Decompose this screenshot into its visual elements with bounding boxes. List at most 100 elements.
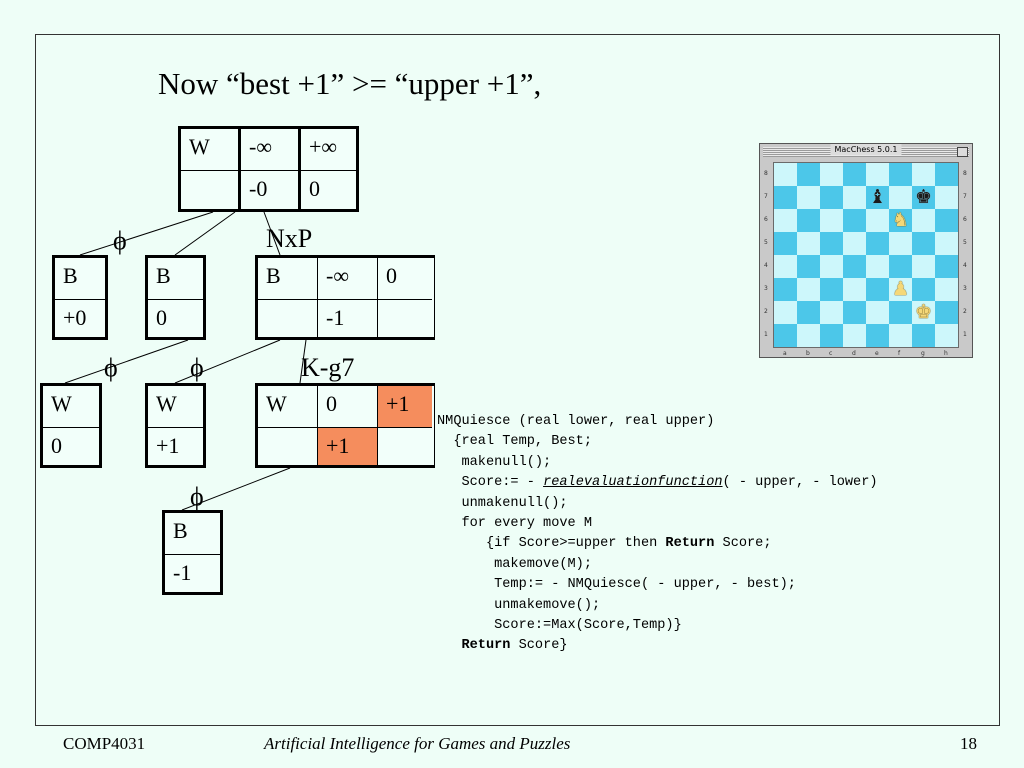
- board-square-g2[interactable]: ♚: [912, 301, 935, 324]
- white-pawn-icon[interactable]: ♟: [891, 278, 910, 300]
- board-square-b8[interactable]: [797, 163, 820, 186]
- board-square-e7[interactable]: ♝: [866, 186, 889, 209]
- board-square-e3[interactable]: [866, 278, 889, 301]
- board-square-d3[interactable]: [843, 278, 866, 301]
- board-square-a7[interactable]: [774, 186, 797, 209]
- board-square-c3[interactable]: [820, 278, 843, 301]
- file-label: f: [898, 350, 901, 357]
- code-return-keyword: Return: [461, 638, 511, 654]
- node-cell: [258, 428, 318, 465]
- board-square-h7[interactable]: [935, 186, 958, 209]
- node-cell-highlighted: +1: [378, 386, 432, 428]
- tree-node-l1-3: B -∞ 0 -1: [255, 255, 435, 340]
- board-square-d2[interactable]: [843, 301, 866, 324]
- board-square-c5[interactable]: [820, 232, 843, 255]
- board-square-f7[interactable]: [889, 186, 912, 209]
- board-square-h8[interactable]: [935, 163, 958, 186]
- board-square-a2[interactable]: [774, 301, 797, 324]
- board-square-h4[interactable]: [935, 255, 958, 278]
- board-square-d5[interactable]: [843, 232, 866, 255]
- board-square-h1[interactable]: [935, 324, 958, 347]
- board-square-h6[interactable]: [935, 209, 958, 232]
- board-square-a5[interactable]: [774, 232, 797, 255]
- black-bishop-icon[interactable]: ♝: [868, 186, 887, 208]
- board-square-f8[interactable]: [889, 163, 912, 186]
- footer-course: COMP4031: [63, 734, 146, 753]
- board-square-e1[interactable]: [866, 324, 889, 347]
- tree-node-l2-1: W 0: [40, 383, 102, 468]
- rank-label: 4: [963, 262, 967, 269]
- node-cell: +0: [63, 305, 87, 330]
- board-square-h3[interactable]: [935, 278, 958, 301]
- node-cell: [258, 300, 318, 337]
- board-square-c7[interactable]: [820, 186, 843, 209]
- board-square-b1[interactable]: [797, 324, 820, 347]
- board-square-e2[interactable]: [866, 301, 889, 324]
- board-square-a4[interactable]: [774, 255, 797, 278]
- board-square-c6[interactable]: [820, 209, 843, 232]
- board-square-c4[interactable]: [820, 255, 843, 278]
- board-square-f2[interactable]: [889, 301, 912, 324]
- node-cell: 0: [51, 433, 62, 458]
- tree-node-l3-1: B -1: [162, 510, 223, 595]
- board-square-e6[interactable]: [866, 209, 889, 232]
- board-square-e4[interactable]: [866, 255, 889, 278]
- edge-root-b2: [174, 211, 236, 256]
- board-square-b6[interactable]: [797, 209, 820, 232]
- board-square-b4[interactable]: [797, 255, 820, 278]
- board-square-h2[interactable]: [935, 301, 958, 324]
- white-king-icon[interactable]: ♚: [914, 301, 933, 323]
- node-cell: 0: [156, 305, 167, 330]
- board-square-h5[interactable]: [935, 232, 958, 255]
- board-square-f1[interactable]: [889, 324, 912, 347]
- board-square-d1[interactable]: [843, 324, 866, 347]
- board-square-a1[interactable]: [774, 324, 797, 347]
- board-square-b2[interactable]: [797, 301, 820, 324]
- board-square-g5[interactable]: [912, 232, 935, 255]
- board-square-g8[interactable]: [912, 163, 935, 186]
- board-square-b7[interactable]: [797, 186, 820, 209]
- board-square-e5[interactable]: [866, 232, 889, 255]
- code-return-keyword: Return: [665, 536, 715, 552]
- code-line: Temp:= - NMQuiesce( - upper, - best);: [437, 577, 796, 593]
- board-square-a3[interactable]: [774, 278, 797, 301]
- board-square-g1[interactable]: [912, 324, 935, 347]
- node-cell: 0: [378, 258, 432, 300]
- board-square-e8[interactable]: [866, 163, 889, 186]
- board-square-f5[interactable]: [889, 232, 912, 255]
- board-square-c1[interactable]: [820, 324, 843, 347]
- board-square-g7[interactable]: ♚: [912, 186, 935, 209]
- rank-label: 1: [764, 331, 768, 338]
- footer-subject: Artificial Intelligence for Games and Pu…: [264, 734, 571, 753]
- board-square-c8[interactable]: [820, 163, 843, 186]
- white-knight-icon[interactable]: ♞: [891, 209, 910, 231]
- edge-root-b1: [79, 211, 214, 256]
- zoom-box-icon[interactable]: [957, 147, 968, 157]
- edge-b2-w1: [64, 339, 189, 384]
- board-square-g3[interactable]: [912, 278, 935, 301]
- board-square-d6[interactable]: [843, 209, 866, 232]
- chess-board[interactable]: ♝♚♞♟♚: [773, 162, 959, 348]
- board-square-a8[interactable]: [774, 163, 797, 186]
- board-square-d4[interactable]: [843, 255, 866, 278]
- rank-label: 5: [764, 239, 768, 246]
- slide-frame: [35, 34, 1000, 726]
- file-label: c: [829, 350, 833, 357]
- node-cell: W: [181, 129, 241, 171]
- board-square-c2[interactable]: [820, 301, 843, 324]
- board-square-b5[interactable]: [797, 232, 820, 255]
- black-king-icon[interactable]: ♚: [914, 186, 933, 208]
- board-square-d8[interactable]: [843, 163, 866, 186]
- node-cell: -0: [241, 171, 301, 209]
- board-square-f3[interactable]: ♟: [889, 278, 912, 301]
- board-square-g6[interactable]: [912, 209, 935, 232]
- board-square-f4[interactable]: [889, 255, 912, 278]
- board-square-g4[interactable]: [912, 255, 935, 278]
- board-square-a6[interactable]: [774, 209, 797, 232]
- node-cell: [181, 171, 241, 209]
- board-square-b3[interactable]: [797, 278, 820, 301]
- board-square-f6[interactable]: ♞: [889, 209, 912, 232]
- board-square-d7[interactable]: [843, 186, 866, 209]
- node-cell: W: [258, 386, 318, 428]
- node-cell: -∞: [241, 129, 301, 171]
